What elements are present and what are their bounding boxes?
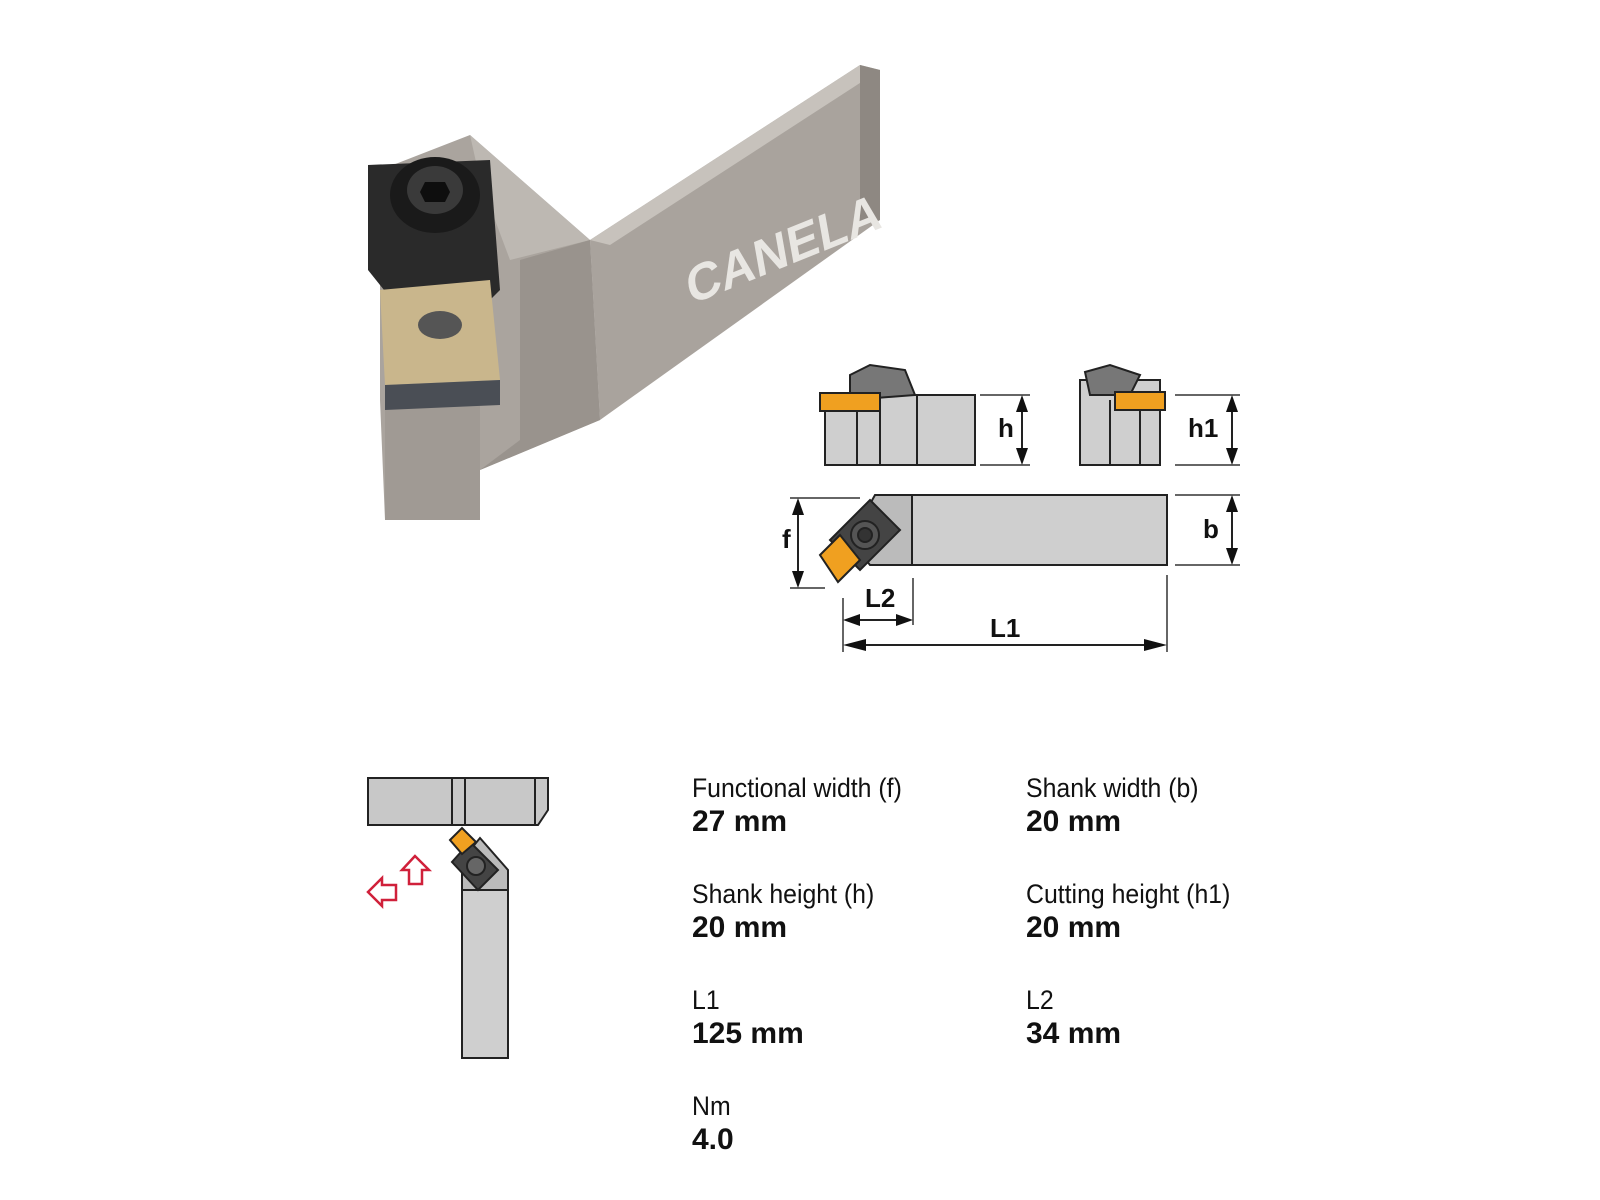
spec-value: 20 mm bbox=[692, 911, 788, 944]
spec-value: 20 mm bbox=[1026, 805, 1122, 838]
spec-label: Functional width (f) bbox=[692, 773, 902, 803]
spec-value: 34 mm bbox=[1026, 1017, 1122, 1050]
top-view-drawing bbox=[790, 494, 1240, 652]
spec-value: 4.0 bbox=[692, 1123, 734, 1156]
spec-shank-width: Shank width (b) 20 mm bbox=[1026, 772, 1214, 840]
side-view-drawing bbox=[1079, 363, 1240, 466]
dim-label-h: h bbox=[998, 413, 1014, 443]
spec-cutting-height: Cutting height (h1) 20 mm bbox=[1026, 878, 1248, 946]
spec-label: Shank height (h) bbox=[692, 879, 875, 909]
spec-shank-height: Shank height (h) 20 mm bbox=[692, 878, 890, 946]
spec-functional-width: Functional width (f) 27 mm bbox=[692, 772, 920, 840]
tool-holder-photo: CANELA bbox=[368, 65, 885, 520]
spec-value: 27 mm bbox=[692, 805, 788, 838]
spec-label: Shank width (b) bbox=[1026, 773, 1199, 803]
dim-label-f: f bbox=[782, 524, 791, 554]
spec-label: L1 bbox=[692, 985, 720, 1015]
spec-label: Cutting height (h1) bbox=[1026, 879, 1231, 909]
dim-label-l2: L2 bbox=[865, 583, 895, 613]
spec-label: L2 bbox=[1026, 985, 1054, 1015]
feed-direction-arrows-icon bbox=[366, 854, 433, 910]
dim-label-h1: h1 bbox=[1188, 413, 1218, 443]
dim-label-l1: L1 bbox=[990, 613, 1020, 643]
dim-label-b: b bbox=[1203, 514, 1219, 544]
application-schematic bbox=[367, 777, 549, 1059]
spec-value: 20 mm bbox=[1026, 911, 1122, 944]
spec-value: 125 mm bbox=[692, 1017, 804, 1050]
spec-l1: L1 125 mm bbox=[692, 984, 804, 1052]
spec-l2: L2 34 mm bbox=[1026, 984, 1121, 1052]
spec-label: Nm bbox=[692, 1091, 731, 1121]
spec-torque: Nm 4.0 bbox=[692, 1090, 734, 1158]
front-view-drawing bbox=[819, 363, 1030, 466]
